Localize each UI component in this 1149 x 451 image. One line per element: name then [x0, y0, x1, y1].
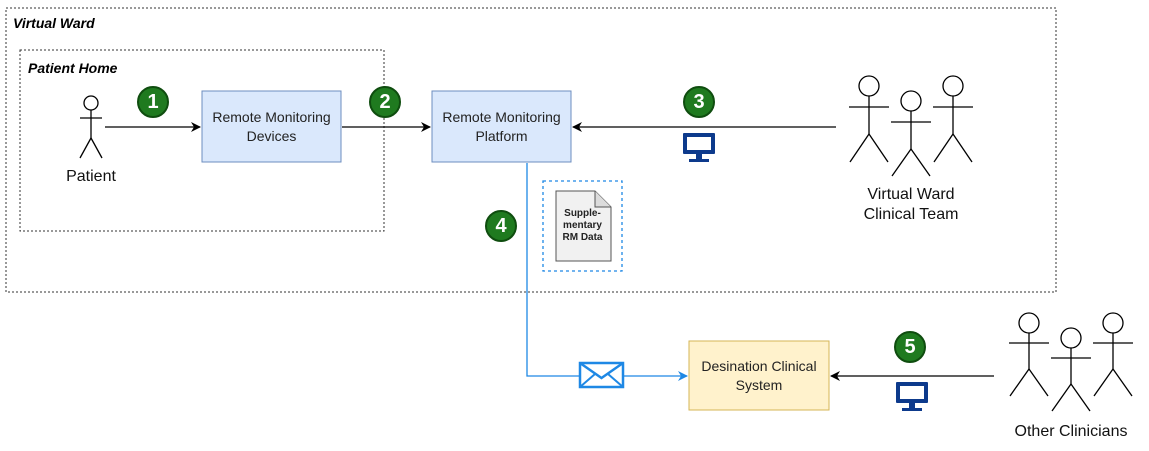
- patient-home-group: [19, 49, 385, 232]
- vw-team-person-icon-3: [933, 75, 973, 163]
- step-badge-1: 1: [137, 86, 169, 118]
- monitor-icon: [683, 133, 715, 162]
- patient-person-icon: [79, 95, 103, 159]
- arrow-platform-to-destination: [526, 163, 688, 381]
- vw-team-label: Virtual Ward Clinical Team: [863, 186, 959, 223]
- document-icon: [555, 190, 612, 262]
- step-badge-4: 4: [485, 210, 517, 242]
- destination-system-label: Desination Clinical System: [701, 357, 817, 393]
- virtual-ward-group: [5, 7, 1057, 293]
- step-badge-3: 3: [683, 86, 715, 118]
- monitor-icon: [896, 382, 928, 411]
- patient-home-title: Patient Home: [28, 60, 118, 76]
- remote-platform-label: Remote Monitoring Platform: [442, 108, 561, 144]
- patient-label: Patient: [66, 168, 116, 185]
- step-badge-2: 2: [369, 86, 401, 118]
- other-clinicians-person-icon-1: [1009, 312, 1049, 397]
- remote-devices-box: [201, 90, 342, 163]
- vw-team-person-icon-1: [849, 75, 889, 163]
- other-clinicians-person-icon-2: [1051, 327, 1091, 412]
- step-badge-5: 5: [894, 331, 926, 363]
- other-clinicians-person-icon-3: [1093, 312, 1133, 397]
- vw-team-person-icon-2: [891, 90, 931, 177]
- envelope-icon: [578, 361, 625, 389]
- destination-system-box: [688, 340, 830, 411]
- remote-platform-box: [431, 90, 572, 163]
- remote-devices-label: Remote Monitoring Devices: [212, 108, 331, 144]
- document-label: Supple-mentary RM Data: [562, 208, 603, 243]
- other-clinicians-label: Other Clinicians: [1014, 423, 1128, 440]
- virtual-ward-title: Virtual Ward: [13, 15, 95, 31]
